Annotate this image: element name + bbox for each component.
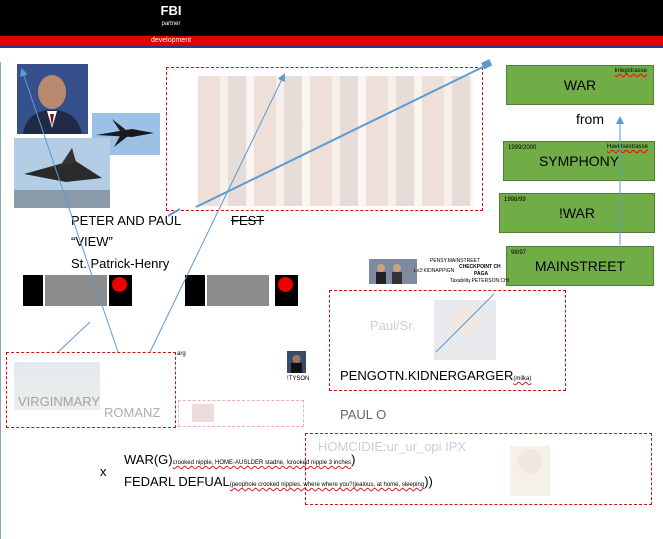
timeline-nowar[interactable]: 1998/99 !WAR (499, 193, 655, 233)
dashed-frame-left[interactable] (6, 352, 176, 428)
page-subtitle: partner (161, 21, 181, 27)
faded-building (14, 362, 100, 410)
timeline-symphony-year: 1999/2000 (508, 145, 537, 151)
timeline-war-tag: kriegstrasse (614, 68, 647, 74)
short-line (167, 208, 181, 217)
paul-sr-text: Paul/Sr. (370, 318, 416, 333)
red-light-1 (112, 277, 127, 292)
fedarl-line: FEDARL DEFUAL(peophole crooked nipples, … (124, 474, 433, 489)
red-banner (0, 36, 663, 46)
fedarl-label: FEDARL DEFUAL (124, 474, 230, 489)
divider (0, 46, 663, 48)
war-g-close: ) (351, 452, 356, 467)
slide-edge (0, 62, 1, 539)
paul-o-text: PAUL O (340, 407, 387, 422)
dashed-frame-middle[interactable] (329, 290, 566, 391)
pengotn-label: PENGOTN.KIDNERGARGER (340, 368, 514, 383)
stealth-photo[interactable] (14, 138, 110, 208)
banner-label: development (150, 37, 192, 44)
dashed-frame-bottom[interactable] (305, 433, 652, 505)
timeline-mainstreet-label: MAINSTREET (534, 258, 626, 274)
timeline-mainstreet[interactable]: 98/97 MAINSTREET (506, 246, 654, 286)
faded-thumbnail (192, 404, 214, 422)
stealth-icon (14, 138, 110, 208)
kidnap-label: Lv2:KIDNAPPIGN (414, 268, 455, 274)
romanz-text: ROMANZ (104, 405, 161, 420)
fest-text: FEST (231, 213, 265, 228)
timeline-symphony[interactable]: 1999/2000 Havelsestrasse SYMPHONY (503, 141, 655, 181)
paga-label: PAGA (474, 271, 489, 277)
block-black-1 (23, 275, 43, 306)
fedarl-close: )) (424, 474, 433, 489)
arrow-up-left (20, 68, 119, 353)
timeline-war-label: WAR (563, 77, 597, 93)
diagonal-line (195, 65, 486, 208)
arrow-up-right (149, 73, 285, 353)
red-light-2 (278, 277, 293, 292)
page-title: FBI (160, 3, 182, 18)
checkpoint-label: CHECKPOINT CH (459, 264, 501, 270)
middle-line (435, 293, 495, 353)
pengotn-text: PENGOTN.KIDNERGARGER(milka) (340, 368, 531, 383)
group-icon (369, 259, 417, 284)
tyson-photo[interactable] (287, 351, 306, 373)
war-g-line: WAR(G)crooked nipple, HOME-AUSLDER stadn… (124, 452, 355, 467)
faded-frame (178, 400, 304, 427)
arg-label: arg (177, 351, 186, 357)
dashed-frame-top[interactable] (166, 67, 483, 211)
pensy-label: PENSY.MAINSTREET (430, 258, 480, 264)
top-bar (0, 0, 663, 36)
x-text: x (100, 464, 107, 479)
timeline-symphony-tag: Havelsestrasse (606, 144, 648, 150)
timeline-from: from (576, 111, 604, 127)
tyson-icon (287, 351, 306, 373)
homicide-text: HOMCIDIE:ur_ur_opi IPX (318, 439, 467, 454)
block-black-3 (185, 275, 205, 306)
faded-figure (510, 446, 550, 496)
virginmary-text: VIRGINMARY (18, 394, 101, 409)
timeline-nowar-label: !WAR (558, 205, 596, 221)
short-connector (57, 321, 91, 353)
timeline-nowar-year: 1998/99 (504, 197, 526, 203)
taxability-label: Taxability.PETERSON.CHI (450, 278, 510, 284)
block-grey-2 (207, 275, 269, 306)
tyson-label: !TYSON (287, 376, 310, 382)
st-patrick-text: St. Patrick-Henry (71, 256, 170, 271)
fedarl-note: (peophole crooked nipples, where where y… (229, 482, 425, 488)
timeline-war[interactable]: WAR kriegstrasse (506, 65, 654, 105)
war-g-label: WAR(G) (124, 452, 173, 467)
peter-paul-text: PETER AND PAUL (71, 213, 182, 228)
group-photo[interactable] (369, 259, 417, 284)
faded-portrait (434, 300, 496, 360)
war-g-note: crooked nipple, HOME-AUSLDER stadne, !cr… (172, 460, 352, 466)
timeline-symphony-label: SYMPHONY (538, 153, 620, 169)
pengotn-note: (milka) (513, 376, 532, 382)
line-end-cap (481, 59, 493, 70)
timeline-mainstreet-year: 98/97 (511, 250, 527, 256)
